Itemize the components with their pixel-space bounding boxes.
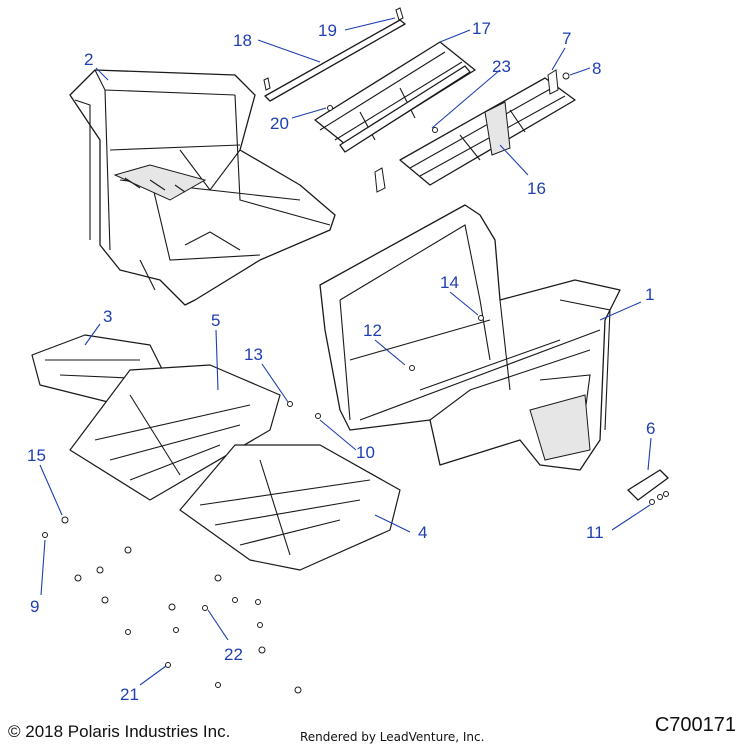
rear-frame-assembly	[69, 69, 336, 306]
callout-19: 19	[318, 21, 337, 40]
callout-9: 9	[30, 597, 39, 616]
tray-frame	[374, 77, 576, 193]
fastener-hardware	[42, 105, 655, 694]
callout-18: 18	[233, 31, 252, 50]
callout-7: 7	[562, 29, 571, 48]
skid-plate-middle	[69, 364, 281, 501]
callout-20: 20	[270, 114, 289, 133]
callout-11: 11	[586, 523, 604, 542]
callout-23: 23	[492, 57, 511, 76]
callout-13: 13	[244, 345, 263, 364]
callout-15: 15	[27, 446, 46, 465]
side-bracket	[627, 469, 669, 501]
copyright-notice: © 2018 Polaris Industries Inc.	[8, 722, 231, 741]
callout-12: 12	[363, 321, 382, 340]
callout-4: 4	[418, 523, 427, 542]
leader-lines	[39, 17, 652, 686]
rendered-by-credit: Rendered by LeadVenture, Inc.	[300, 730, 485, 744]
callout-8: 8	[592, 59, 601, 78]
callout-3: 3	[103, 307, 112, 326]
callout-22: 22	[224, 645, 243, 664]
skid-plate-rear	[179, 444, 401, 571]
callout-21: 21	[120, 685, 139, 704]
crossbar-rod	[263, 7, 406, 102]
callout-10: 10	[356, 443, 375, 462]
bracket-hardware	[547, 69, 570, 95]
callout-17: 17	[472, 19, 491, 38]
main-cab-frame	[319, 204, 621, 471]
upper-cross-member	[314, 41, 476, 153]
callout-16: 16	[527, 179, 546, 198]
callout-1: 1	[645, 285, 654, 304]
callout-5: 5	[211, 311, 220, 330]
callout-14: 14	[440, 273, 459, 292]
diagram-code: C700171	[654, 714, 736, 736]
callout-labels: 1 2 3 4 5 6 7 8 9 10 11 12 13 14 15 16 1…	[27, 19, 655, 704]
callout-6: 6	[646, 419, 655, 438]
callout-2: 2	[84, 50, 93, 69]
